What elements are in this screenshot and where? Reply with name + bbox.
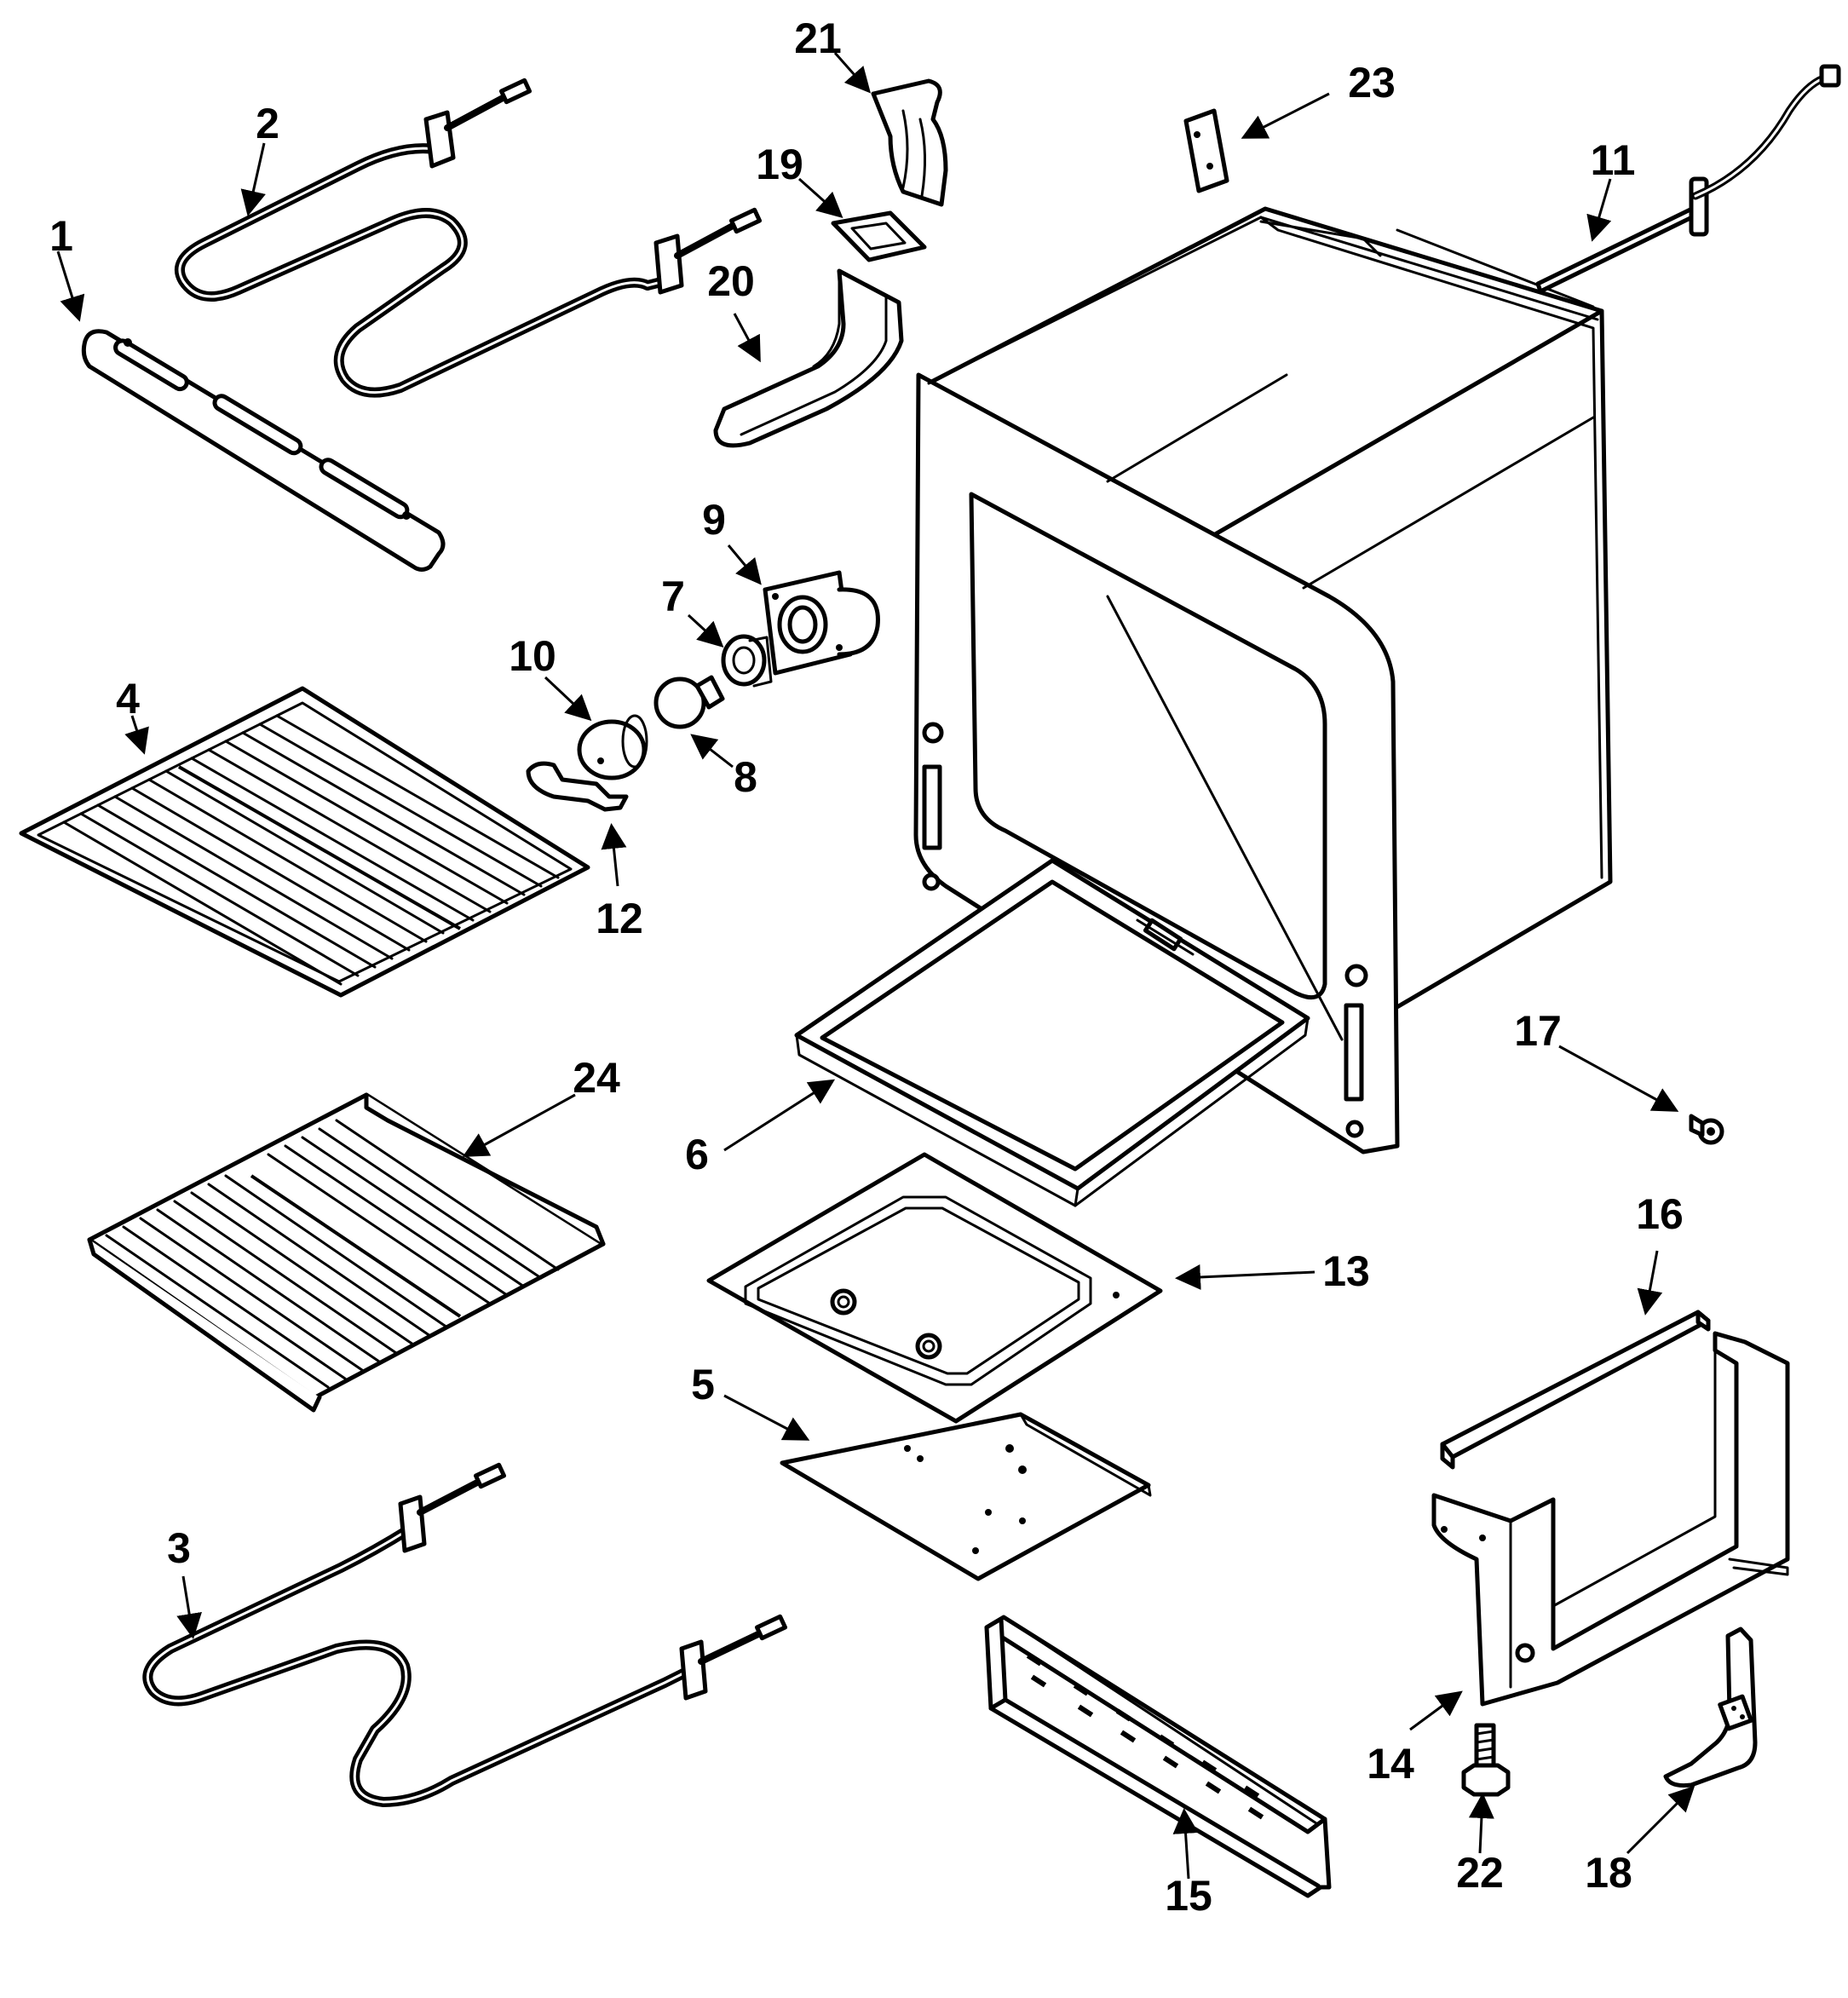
callout-19: 19 [756, 141, 803, 188]
leader-23 [1241, 92, 1330, 139]
callout-18: 18 [1585, 1849, 1632, 1897]
leader-11 [1586, 178, 1612, 242]
callout-3: 3 [167, 1524, 191, 1572]
lamp-receptacle [763, 570, 880, 676]
callout-13: 13 [1322, 1247, 1370, 1295]
leader-12 [601, 823, 627, 887]
element-bracket [81, 329, 446, 572]
leader-10 [544, 676, 592, 722]
lamp-lens [577, 714, 648, 780]
leader-6 [723, 1079, 836, 1152]
leader-2 [240, 142, 266, 216]
vent-gasket [831, 210, 927, 262]
callout-5: 5 [691, 1361, 715, 1408]
leader-24 [462, 1093, 576, 1157]
leader-21 [833, 52, 871, 94]
side-support-bracket [1431, 1331, 1790, 1707]
callout-15: 15 [1165, 1872, 1212, 1920]
leader-3 [176, 1575, 202, 1639]
leader-lines [56, 52, 1695, 1880]
leader-19 [798, 177, 843, 218]
leader-1 [56, 250, 85, 322]
leveling-leg [1461, 1723, 1511, 1797]
callout-12: 12 [596, 895, 643, 942]
light-bulb [653, 675, 725, 729]
leader-8 [690, 734, 734, 769]
callout-labels: 1 2 3 4 5 6 7 8 9 10 11 12 13 14 15 16 1… [49, 14, 1684, 1920]
callout-10: 10 [509, 632, 556, 680]
mounting-clip [1183, 108, 1229, 193]
roll-out-rack [87, 1092, 606, 1413]
leader-5 [723, 1394, 810, 1441]
oven-bottom [706, 1152, 1163, 1424]
callout-9: 9 [702, 496, 726, 544]
callout-2: 2 [256, 100, 279, 147]
callout-21: 21 [794, 14, 842, 62]
oven-rack [19, 686, 590, 998]
callout-1: 1 [49, 212, 73, 260]
leader-18 [1626, 1785, 1695, 1855]
broil-element [175, 78, 763, 398]
leader-22 [1468, 1793, 1494, 1854]
callout-24: 24 [573, 1054, 620, 1102]
leader-15 [1172, 1808, 1199, 1880]
leader-4 [124, 715, 149, 755]
leader-13 [1175, 1264, 1315, 1290]
callout-6: 6 [685, 1131, 709, 1178]
vent-duct [713, 268, 904, 448]
screw [1689, 1114, 1724, 1145]
leader-20 [733, 313, 761, 363]
insulation-pad [871, 78, 948, 207]
callout-11: 11 [1591, 136, 1636, 184]
callout-23: 23 [1348, 59, 1396, 107]
callout-16: 16 [1636, 1190, 1684, 1238]
callout-20: 20 [707, 257, 755, 305]
bake-element [142, 1462, 788, 1807]
callout-22: 22 [1456, 1849, 1504, 1897]
oven-cavity [913, 206, 1613, 1154]
support-rail [1440, 1310, 1711, 1470]
front-panel-bracket [984, 1615, 1332, 1898]
lamp-socket [721, 634, 773, 688]
callout-8: 8 [734, 753, 757, 801]
callout-7: 7 [661, 573, 685, 620]
anti-tip-bracket [1663, 1627, 1758, 1788]
lens-retainer [526, 761, 629, 812]
bottom-heat-shield [780, 1412, 1152, 1581]
callout-17: 17 [1514, 1007, 1562, 1055]
callout-4: 4 [116, 675, 140, 723]
leader-9 [727, 544, 762, 585]
callout-14: 14 [1367, 1740, 1414, 1788]
leader-16 [1637, 1250, 1663, 1316]
leader-17 [1558, 1045, 1679, 1112]
leader-14 [1409, 1690, 1463, 1731]
leader-7 [687, 613, 724, 648]
broiler-pan [794, 858, 1310, 1207]
oven-sensor [1535, 64, 1841, 294]
